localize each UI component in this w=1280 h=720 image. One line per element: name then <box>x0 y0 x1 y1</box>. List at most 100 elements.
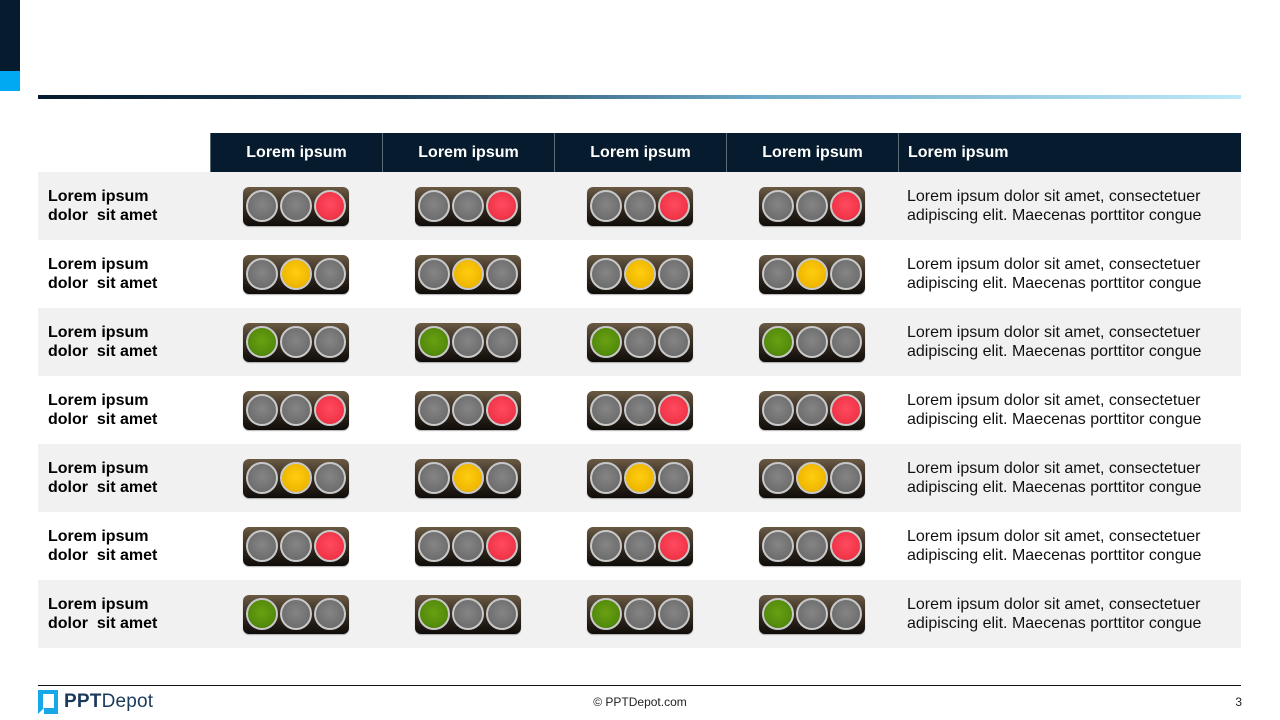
yellow-bulb-icon <box>796 462 828 494</box>
off-bulb-icon <box>452 190 484 222</box>
off-bulb-icon <box>658 462 690 494</box>
off-bulb-icon <box>796 394 828 426</box>
table-row: Lorem ipsum dolor sit amet Lorem ipsum do… <box>38 172 1241 240</box>
off-bulb-icon <box>314 462 346 494</box>
green-bulb-icon <box>762 598 794 630</box>
status-cell <box>726 512 898 580</box>
status-cell <box>382 376 554 444</box>
yellow-bulb-icon <box>624 462 656 494</box>
off-bulb-icon <box>418 190 450 222</box>
off-bulb-icon <box>830 462 862 494</box>
status-cell <box>726 308 898 376</box>
off-bulb-icon <box>590 462 622 494</box>
status-cell <box>554 308 726 376</box>
off-bulb-icon <box>280 598 312 630</box>
traffic-light-green-icon <box>243 322 349 362</box>
off-bulb-icon <box>280 394 312 426</box>
off-bulb-icon <box>762 462 794 494</box>
traffic-light-red-icon <box>415 186 521 226</box>
red-bulb-icon <box>658 530 690 562</box>
column-header-description: Lorem ipsum <box>898 133 1241 172</box>
off-bulb-icon <box>830 326 862 358</box>
off-bulb-icon <box>486 258 518 290</box>
traffic-light-red-icon <box>587 526 693 566</box>
column-header: Lorem ipsum <box>726 133 898 172</box>
off-bulb-icon <box>280 530 312 562</box>
status-cell <box>554 444 726 512</box>
off-bulb-icon <box>314 258 346 290</box>
row-description: Lorem ipsum dolor sit amet, consectetuer… <box>907 596 1202 632</box>
traffic-light-red-icon <box>587 186 693 226</box>
row-description: Lorem ipsum dolor sit amet, consectetuer… <box>907 460 1202 496</box>
off-bulb-icon <box>280 326 312 358</box>
traffic-light-yellow-icon <box>587 254 693 294</box>
traffic-light-yellow-icon <box>243 458 349 498</box>
status-cell <box>382 580 554 648</box>
off-bulb-icon <box>246 530 278 562</box>
off-bulb-icon <box>796 530 828 562</box>
status-cell <box>726 444 898 512</box>
off-bulb-icon <box>762 394 794 426</box>
traffic-light-red-icon <box>415 390 521 430</box>
off-bulb-icon <box>762 530 794 562</box>
off-bulb-icon <box>452 326 484 358</box>
row-description: Lorem ipsum dolor sit amet, consectetuer… <box>907 188 1202 224</box>
red-bulb-icon <box>486 190 518 222</box>
traffic-light-green-icon <box>587 322 693 362</box>
off-bulb-icon <box>418 258 450 290</box>
off-bulb-icon <box>590 530 622 562</box>
red-bulb-icon <box>314 530 346 562</box>
status-cell <box>554 580 726 648</box>
row-label: Lorem ipsum dolor sit amet <box>48 256 158 292</box>
off-bulb-icon <box>830 258 862 290</box>
row-label: Lorem ipsum dolor sit amet <box>48 188 158 224</box>
status-cell <box>554 376 726 444</box>
table-row: Lorem ipsum dolor sit amet Lorem ipsum do… <box>38 580 1241 648</box>
status-cell <box>554 172 726 240</box>
logo-icon <box>38 690 58 714</box>
status-cell <box>210 240 382 308</box>
off-bulb-icon <box>658 258 690 290</box>
status-cell <box>554 240 726 308</box>
status-cell <box>554 512 726 580</box>
status-cell <box>382 240 554 308</box>
off-bulb-icon <box>624 190 656 222</box>
off-bulb-icon <box>246 394 278 426</box>
red-bulb-icon <box>830 394 862 426</box>
traffic-light-red-icon <box>759 390 865 430</box>
status-cell <box>382 512 554 580</box>
traffic-light-table: Lorem ipsum Lorem ipsum Lorem ipsum Lore… <box>38 133 1241 648</box>
yellow-bulb-icon <box>796 258 828 290</box>
traffic-light-red-icon <box>243 526 349 566</box>
off-bulb-icon <box>246 462 278 494</box>
yellow-bulb-icon <box>280 462 312 494</box>
row-label: Lorem ipsum dolor sit amet <box>48 528 158 564</box>
off-bulb-icon <box>830 598 862 630</box>
off-bulb-icon <box>314 326 346 358</box>
traffic-light-green-icon <box>587 594 693 634</box>
row-label: Lorem ipsum dolor sit amet <box>48 596 158 632</box>
green-bulb-icon <box>590 326 622 358</box>
off-bulb-icon <box>418 394 450 426</box>
red-bulb-icon <box>486 394 518 426</box>
off-bulb-icon <box>452 530 484 562</box>
red-bulb-icon <box>830 530 862 562</box>
off-bulb-icon <box>658 326 690 358</box>
off-bulb-icon <box>624 598 656 630</box>
footer-divider <box>38 685 1241 686</box>
off-bulb-icon <box>590 258 622 290</box>
title-divider <box>38 95 1241 99</box>
traffic-light-yellow-icon <box>759 458 865 498</box>
off-bulb-icon <box>246 258 278 290</box>
status-cell <box>382 172 554 240</box>
column-header: Lorem ipsum <box>554 133 726 172</box>
off-bulb-icon <box>762 258 794 290</box>
off-bulb-icon <box>796 598 828 630</box>
traffic-light-green-icon <box>415 322 521 362</box>
off-bulb-icon <box>658 598 690 630</box>
